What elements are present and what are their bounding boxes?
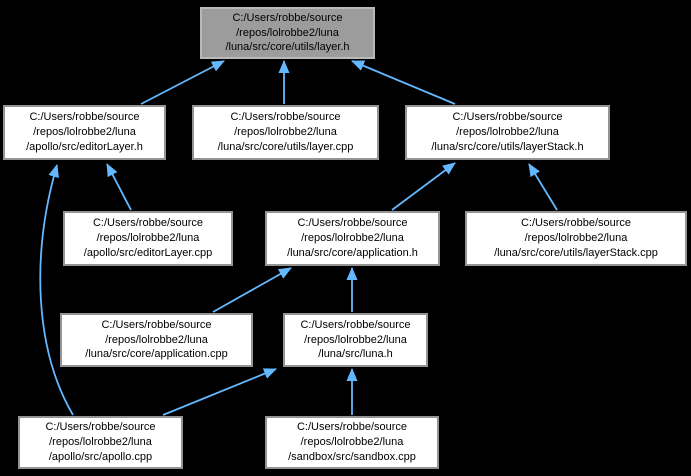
edge-application-h-to-layerstack-h xyxy=(391,162,456,211)
edge-layerstack-cpp-to-layerstack-h xyxy=(528,163,558,211)
edge-editorlayer-cpp-to-editorlayer-h xyxy=(106,163,132,211)
edge-apollo-cpp-to-editorlayer-h xyxy=(39,164,74,416)
node-layer-cpp[interactable]: C:/Users/robbe/source /repos/lolrobbe2/l… xyxy=(192,105,379,160)
edge-layerstack-h-to-layer-h xyxy=(351,60,456,105)
edge-apollo-cpp-to-luna-h xyxy=(162,368,277,416)
edge-editorlayer-h-to-layer-h xyxy=(140,60,225,105)
node-application-h[interactable]: C:/Users/robbe/source /repos/lolrobbe2/l… xyxy=(265,211,440,266)
edge-application-cpp-to-application-h xyxy=(212,267,292,313)
node-apollo-cpp[interactable]: C:/Users/robbe/source /repos/lolrobbe2/l… xyxy=(18,416,183,469)
node-editorlayer-h[interactable]: C:/Users/robbe/source /repos/lolrobbe2/l… xyxy=(3,105,166,160)
node-sandbox-cpp[interactable]: C:/Users/robbe/source /repos/lolrobbe2/l… xyxy=(265,416,439,469)
node-application-cpp[interactable]: C:/Users/robbe/source /repos/lolrobbe2/l… xyxy=(60,313,253,367)
node-layerstack-h[interactable]: C:/Users/robbe/source /repos/lolrobbe2/l… xyxy=(405,105,610,160)
node-luna-h[interactable]: C:/Users/robbe/source /repos/lolrobbe2/l… xyxy=(283,313,428,367)
node-layerstack-cpp[interactable]: C:/Users/robbe/source /repos/lolrobbe2/l… xyxy=(465,211,687,266)
node-layer-h: C:/Users/robbe/source /repos/lolrobbe2/l… xyxy=(200,7,375,59)
node-editorlayer-cpp[interactable]: C:/Users/robbe/source /repos/lolrobbe2/l… xyxy=(63,211,233,266)
